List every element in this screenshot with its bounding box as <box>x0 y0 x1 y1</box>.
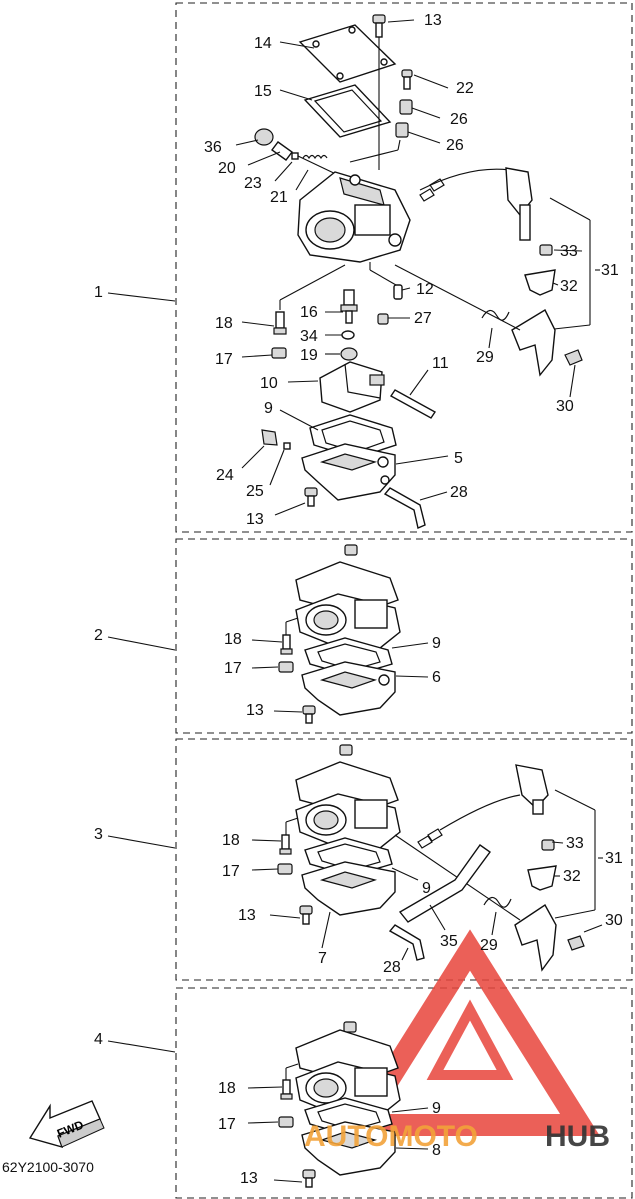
svg-text:AUTOMOTO: AUTOMOTO <box>304 1120 478 1153</box>
callout-label: 17 <box>218 1116 236 1133</box>
callout-label: 12 <box>416 281 434 298</box>
float-10-pin-11 <box>319 361 437 419</box>
panel-2-frame <box>175 538 633 734</box>
callout-label: 29 <box>476 349 494 366</box>
panel-1: 13 14 22 15 26 36 26 20 23 21 33 31 32 1… <box>204 12 619 529</box>
callout-label: 9 <box>422 880 431 897</box>
fwd-arrow-icon: FWD <box>28 1100 105 1149</box>
callout-label: 14 <box>254 35 272 52</box>
callout-label: 17 <box>215 351 233 368</box>
callout-label: 23 <box>244 175 262 192</box>
callout-label: 11 <box>432 355 449 372</box>
screw-13-top <box>372 14 386 170</box>
callout-label: 17 <box>222 863 240 880</box>
parts-22-26 <box>349 69 413 163</box>
watermark-text: AUTOMOTO HUB <box>304 1120 610 1153</box>
carburetor-body-1 <box>297 171 411 263</box>
diagram-code: 62Y2100-3070 <box>2 1159 94 1175</box>
group-label-1: 1 <box>94 284 176 302</box>
parts-36-20-23-21 <box>254 128 341 177</box>
callout-label: 28 <box>450 484 468 501</box>
callout-label: 2 <box>94 627 103 644</box>
carburetor-body-2 <box>295 544 401 649</box>
callout-label: 5 <box>454 450 463 467</box>
callout-label: 13 <box>240 1170 258 1187</box>
throttle-cable-31 <box>419 167 591 331</box>
callout-label: 18 <box>224 631 242 648</box>
panel-4-frame <box>175 987 633 1199</box>
panel-2: 18 9 17 6 13 <box>224 544 441 724</box>
callout-label: 1 <box>94 284 103 301</box>
callout-label: 3 <box>94 826 103 843</box>
group-label-3: 3 <box>94 826 176 849</box>
callout-label: 35 <box>440 933 458 950</box>
callout-label: 31 <box>605 850 623 867</box>
callout-label: 29 <box>480 937 498 954</box>
callout-label: 4 <box>94 1031 103 1048</box>
bowl-5-gasket-9 <box>301 414 397 501</box>
callout-label: 9 <box>264 400 273 417</box>
svg-text:HUB: HUB <box>545 1120 610 1153</box>
parts-24-25-13-28 <box>261 429 426 529</box>
callout-label: 36 <box>204 139 222 156</box>
callout-label: 15 <box>254 83 272 100</box>
callout-label: 22 <box>456 80 474 97</box>
callout-label: 18 <box>218 1080 236 1097</box>
callout-label: 9 <box>432 1100 441 1117</box>
throttle-cable-31b <box>394 764 596 972</box>
callout-label: 16 <box>300 304 318 321</box>
panel-1-frame <box>175 2 633 533</box>
callout-label: 18 <box>215 315 233 332</box>
callout-label: 31 <box>601 262 619 279</box>
callout-label: 13 <box>246 702 264 719</box>
callout-label: 32 <box>560 278 578 295</box>
callout-label: 20 <box>218 160 236 177</box>
callout-label: 32 <box>563 868 581 885</box>
group-label-4: 4 <box>94 1031 176 1053</box>
callout-label: 30 <box>556 398 574 415</box>
callout-label: 17 <box>224 660 242 677</box>
panel-4: 18 9 17 8 13 <box>218 1021 441 1188</box>
parts-16-27-12-18-17-34-19 <box>271 262 403 361</box>
callout-label: 13 <box>424 12 442 29</box>
callout-label: 6 <box>432 669 441 686</box>
parts-33-32-30 <box>394 244 583 377</box>
part-15-gasket <box>303 84 392 138</box>
callout-label: 7 <box>318 950 327 967</box>
callout-label: 19 <box>300 347 318 364</box>
callout-label: 30 <box>605 912 623 929</box>
carburetor-body-3 <box>295 744 401 849</box>
callout-label: 27 <box>414 310 432 327</box>
callout-label: 10 <box>260 375 278 392</box>
panel-3: 33 18 31 17 32 9 30 13 35 29 7 28 <box>222 744 623 976</box>
callout-label: 34 <box>300 328 318 345</box>
callout-label: 13 <box>246 511 264 528</box>
part-14-cover <box>298 24 397 83</box>
callout-label: 33 <box>566 835 584 852</box>
watermark-logo <box>340 929 600 1136</box>
carburetor-body-4 <box>295 1021 401 1117</box>
callout-label: 26 <box>446 137 464 154</box>
group-label-2: 2 <box>94 627 176 651</box>
callout-label: 24 <box>216 467 234 484</box>
callout-label: 33 <box>560 243 578 260</box>
callout-label: 13 <box>238 907 256 924</box>
callout-label: 9 <box>432 635 441 652</box>
callout-label: 8 <box>432 1142 441 1159</box>
callout-label: 25 <box>246 483 264 500</box>
callout-label: 28 <box>383 959 401 976</box>
panel-3-frame <box>175 738 633 981</box>
callout-label: 18 <box>222 832 240 849</box>
callout-label: 21 <box>270 189 288 206</box>
callout-label: 26 <box>450 111 468 128</box>
